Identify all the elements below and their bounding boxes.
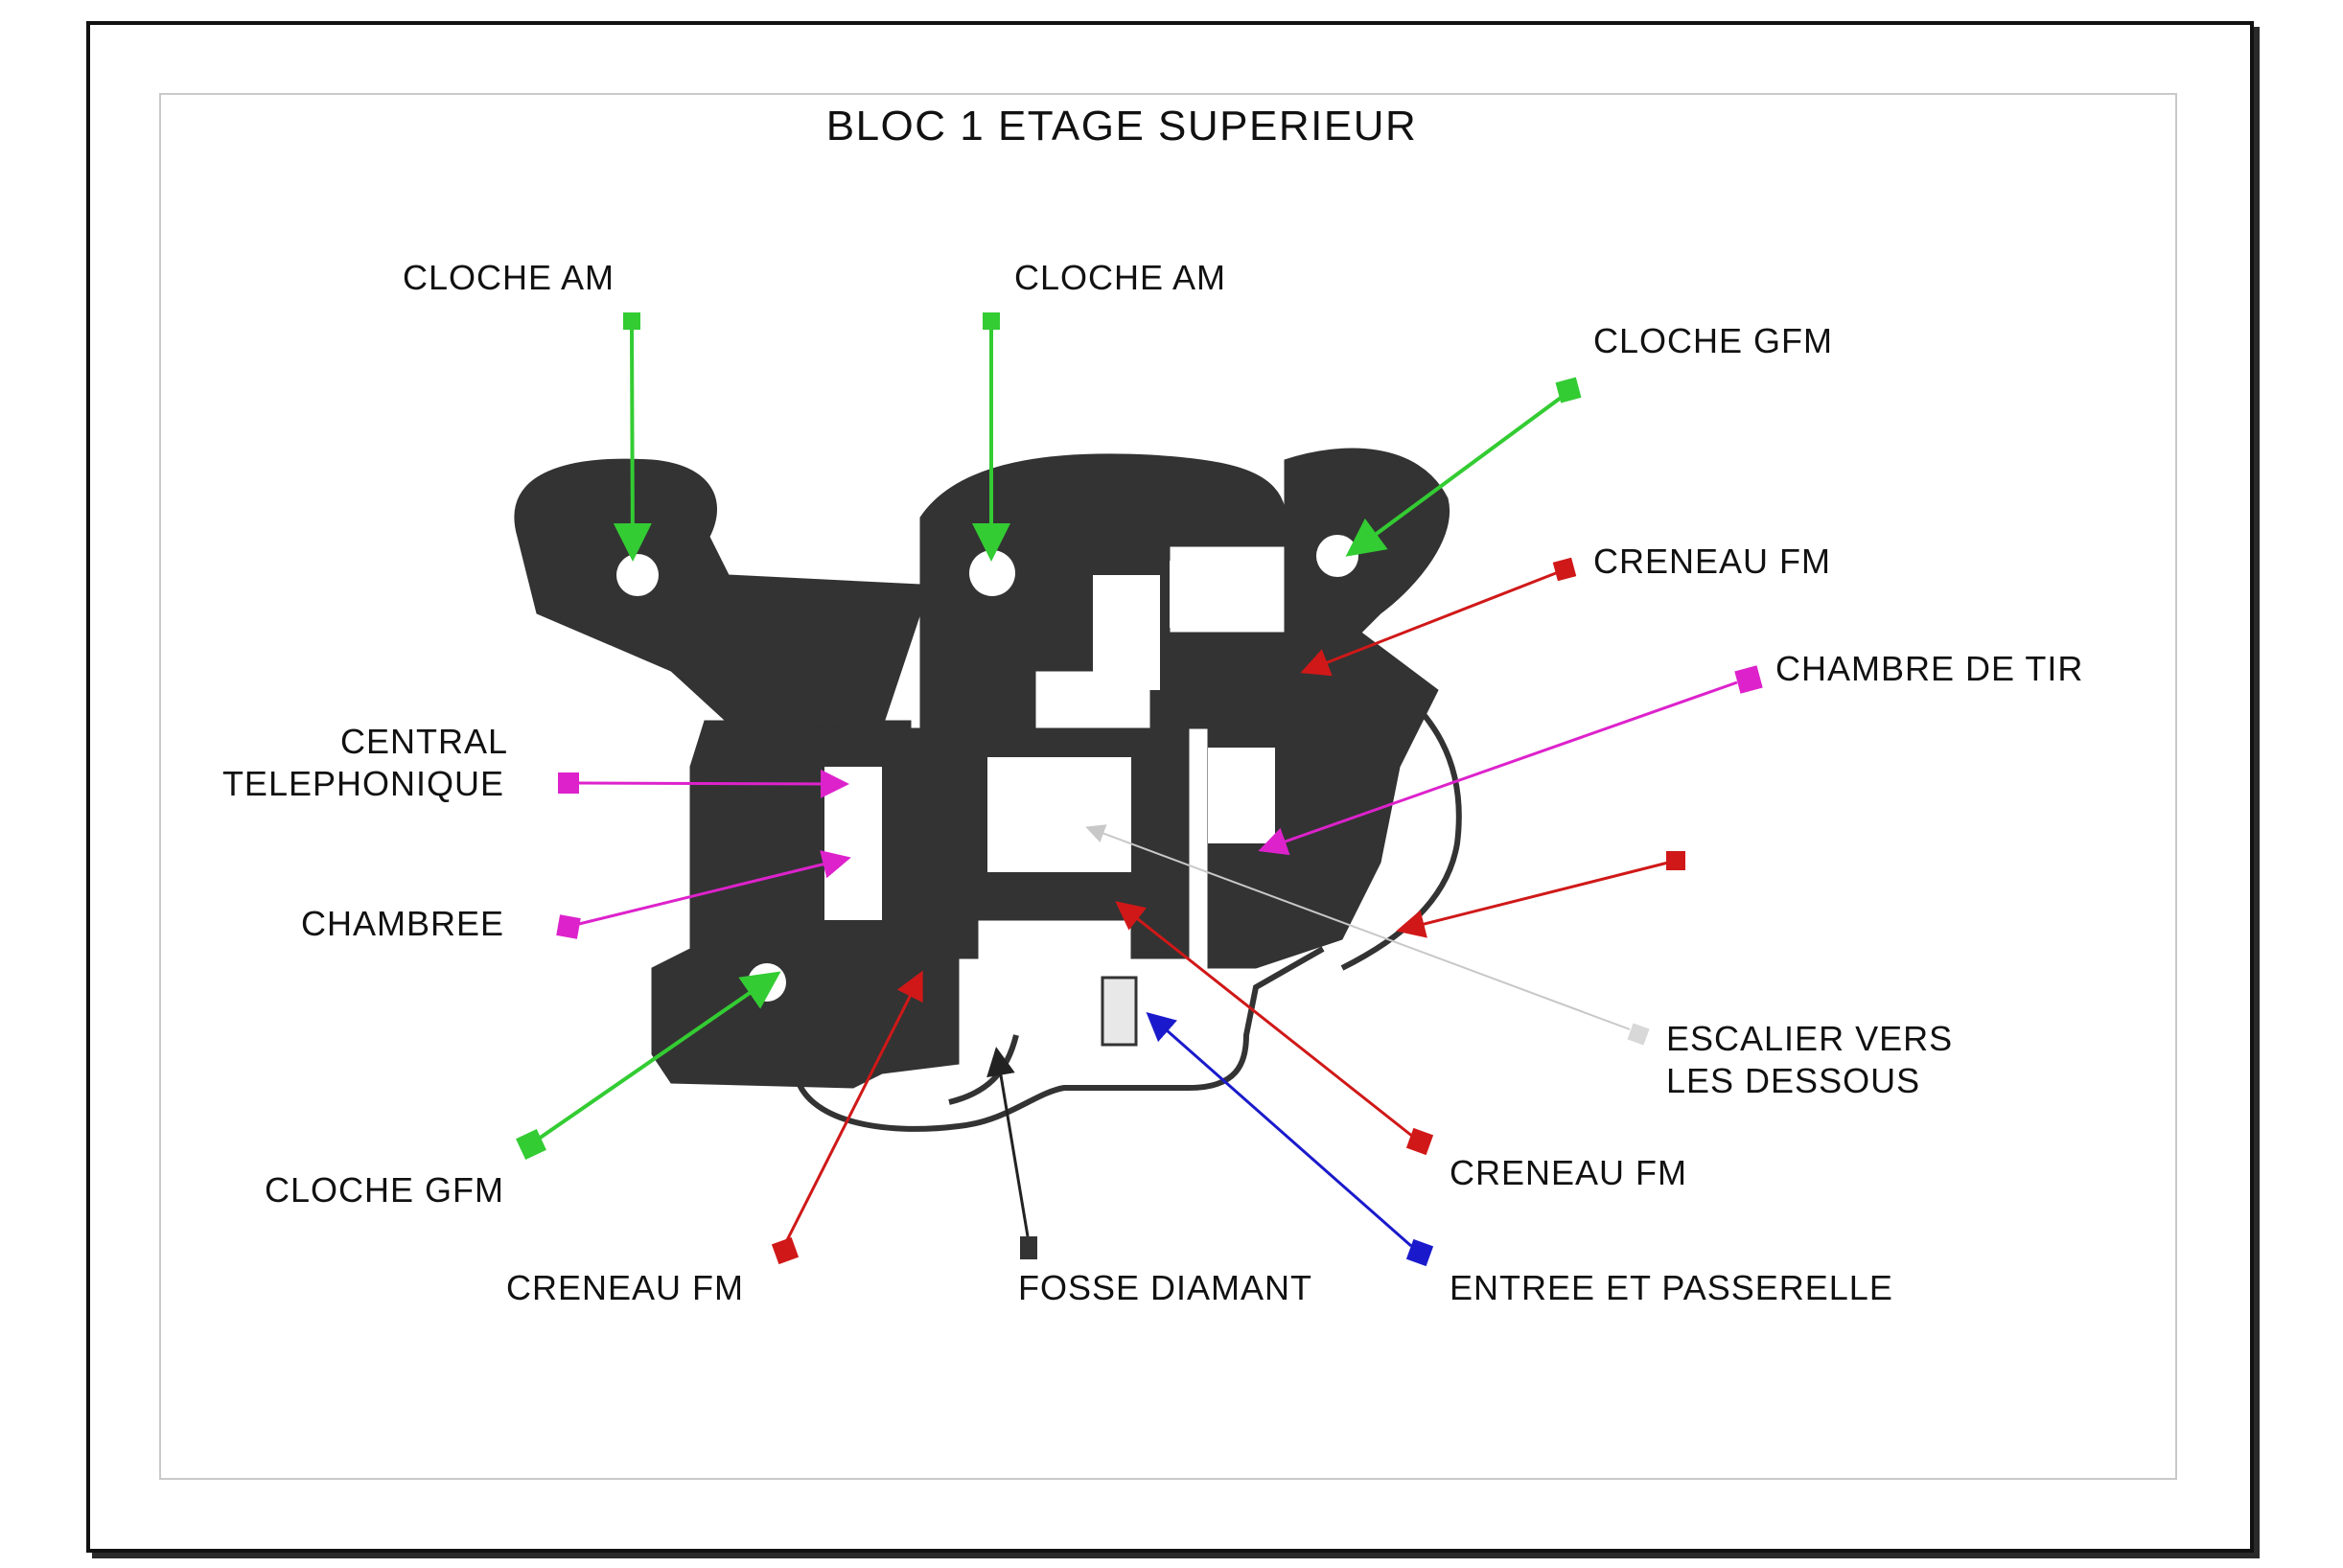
label-escalier-line1: ESCALIER VERS bbox=[1666, 1019, 1953, 1058]
bunker-walls bbox=[514, 448, 1450, 1089]
callout-chambre-de-tir: CHAMBRE DE TIR bbox=[1258, 649, 2083, 856]
label-cloche-gfm-2: CLOCHE GFM bbox=[265, 1170, 504, 1210]
diagram-title: BLOC 1 ETAGE SUPERIEUR bbox=[826, 103, 1418, 150]
callout-creneau-fm-4: CRENEAU FM bbox=[506, 970, 923, 1307]
label-cloche-gfm-1: CLOCHE GFM bbox=[1593, 321, 1833, 360]
callout-creneau-fm-1: CRENEAU FM bbox=[1300, 542, 1831, 677]
callout-cloche-am-2: CLOCHE AM bbox=[972, 258, 1226, 562]
callout-cloche-am-1: CLOCHE AM bbox=[403, 258, 652, 562]
label-creneau-fm-1: CRENEAU FM bbox=[1593, 542, 1831, 581]
label-central-line1: CENTRAL bbox=[340, 722, 508, 761]
callout-chambree: CHAMBREE bbox=[301, 850, 851, 943]
callout-creneau-fm-3: CRENEAU FM bbox=[1115, 901, 1687, 1192]
ditch-outline bbox=[793, 658, 1462, 1132]
inner-frame bbox=[159, 93, 2177, 1480]
callout-entree-passerelle: ENTREE ET PASSERELLE bbox=[1146, 1012, 1893, 1307]
interior-rooms bbox=[616, 535, 1358, 1047]
callout-creneau-fm-2 bbox=[1396, 851, 1685, 938]
label-fosse-diamant: FOSSE DIAMANT bbox=[1018, 1268, 1312, 1307]
callout-cloche-gfm-2: CLOCHE GFM bbox=[265, 971, 781, 1210]
callout-cloche-gfm-1: CLOCHE GFM bbox=[1345, 321, 1833, 557]
label-entree-passerelle: ENTREE ET PASSERELLE bbox=[1450, 1268, 1893, 1307]
label-central-line2: TELEPHONIQUE bbox=[222, 764, 504, 803]
label-escalier-line2: LES DESSOUS bbox=[1666, 1061, 1920, 1100]
label-cloche-am-1: CLOCHE AM bbox=[403, 258, 615, 297]
label-cloche-am-2: CLOCHE AM bbox=[1014, 258, 1226, 297]
label-chambre-de-tir: CHAMBRE DE TIR bbox=[1775, 649, 2083, 688]
label-chambree: CHAMBREE bbox=[301, 904, 504, 943]
callout-central-telephonique: CENTRAL TELEPHONIQUE bbox=[222, 722, 849, 803]
label-creneau-fm-3: CRENEAU FM bbox=[1450, 1153, 1687, 1192]
callout-fosse-diamant: FOSSE DIAMANT bbox=[986, 1047, 1312, 1307]
label-creneau-fm-4: CRENEAU FM bbox=[506, 1268, 744, 1307]
callout-escalier: ESCALIER VERS LES DESSOUS bbox=[1085, 824, 1953, 1100]
